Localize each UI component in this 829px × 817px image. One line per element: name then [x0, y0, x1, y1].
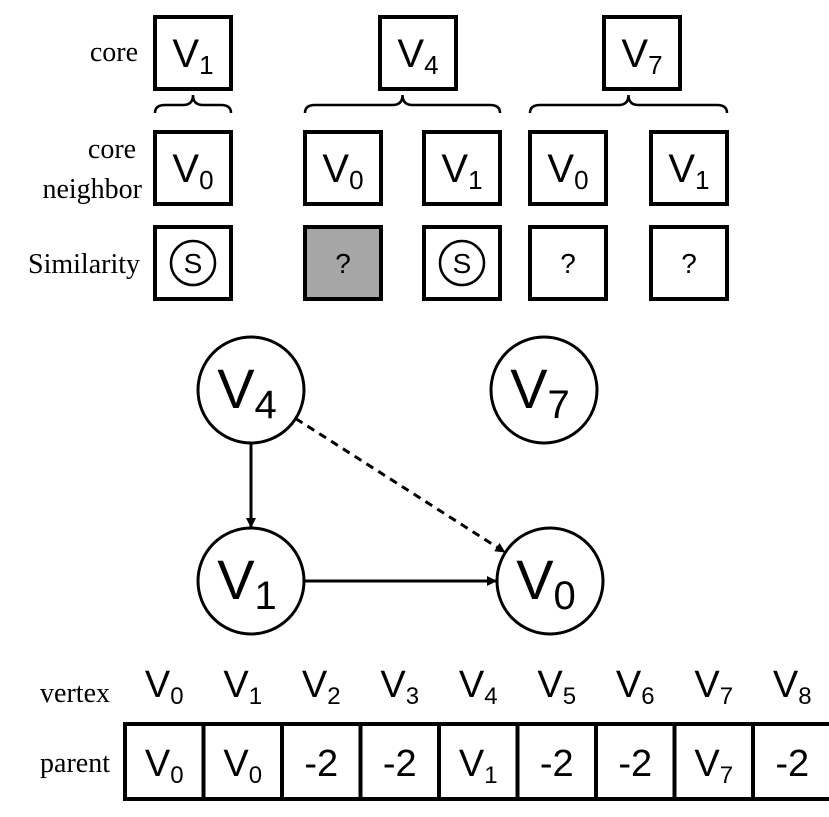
neighbor-label: V1 [441, 147, 482, 195]
core-brace [528, 94, 729, 114]
node-circle [196, 526, 306, 636]
neighbor-box [303, 130, 383, 206]
vertex-header: V7 [694, 664, 733, 710]
node-label: V0 [516, 548, 576, 618]
node-label: V4 [217, 357, 277, 427]
label-core: core [90, 37, 138, 68]
similarity-value: S [184, 248, 203, 279]
neighbor-box [528, 130, 608, 206]
edge-v4-v0 [294, 417, 506, 554]
label-parent: parent [40, 748, 110, 779]
vertex-header: V6 [616, 664, 655, 710]
vertex-header: V1 [223, 664, 262, 710]
parent-table-frame [123, 722, 829, 801]
graph-node-v4: V4 [196, 335, 306, 445]
graph-node-v1: V1 [196, 526, 306, 636]
parent-cell: V1 [459, 743, 498, 789]
core-box [378, 15, 458, 91]
parent-cell: -2 [540, 743, 574, 785]
similarity-box [303, 225, 383, 301]
similarity-value: ? [335, 248, 351, 279]
node-circle [196, 335, 306, 445]
core-label: V4 [397, 32, 438, 80]
neighbor-label: V1 [668, 147, 709, 195]
parent-cell: -2 [775, 743, 809, 785]
vertex-header: V8 [773, 664, 812, 710]
node-circle [489, 335, 599, 445]
graph-node-v7: V7 [489, 335, 599, 445]
neighbor-label: V0 [172, 147, 213, 195]
core-brace [153, 94, 233, 114]
neighbor-label: V0 [322, 147, 363, 195]
parent-cell: V0 [223, 743, 262, 789]
parent-cell: -2 [618, 743, 652, 785]
vertex-header: V3 [380, 664, 419, 710]
node-label: V1 [217, 548, 277, 618]
core-box [602, 15, 682, 91]
neighbor-box [153, 130, 233, 206]
core-label: V1 [172, 32, 213, 80]
parent-cell: V7 [694, 743, 733, 789]
label-similarity: Similarity [28, 249, 140, 280]
parent-cell: V0 [145, 743, 184, 789]
similarity-value: S [453, 248, 472, 279]
similarity-box [422, 225, 502, 301]
parent-cell: -2 [383, 743, 417, 785]
similar-mark-circle [438, 239, 486, 287]
node-label: V7 [510, 357, 570, 427]
graph-node-v0: V0 [495, 526, 605, 636]
vertex-header: V4 [459, 664, 498, 710]
neighbor-box [649, 130, 729, 206]
label-core-neighbor-line1: core [88, 134, 136, 165]
similarity-value: ? [560, 248, 576, 279]
vertex-header: V5 [537, 664, 576, 710]
neighbor-box [422, 130, 502, 206]
label-core-neighbor-line2: neighbor [42, 174, 142, 205]
label-vertex: vertex [40, 678, 110, 709]
similarity-box [153, 225, 233, 301]
vertex-header: V2 [302, 664, 341, 710]
similarity-box [649, 225, 729, 301]
parent-cell: -2 [304, 743, 338, 785]
core-brace [303, 94, 502, 114]
node-circle [495, 526, 605, 636]
vertex-header: V0 [145, 664, 184, 710]
similarity-box [528, 225, 608, 301]
core-box [153, 15, 233, 91]
similarity-value: ? [681, 248, 697, 279]
neighbor-label: V0 [547, 147, 588, 195]
similar-mark-circle [169, 239, 217, 287]
core-label: V7 [621, 32, 662, 80]
